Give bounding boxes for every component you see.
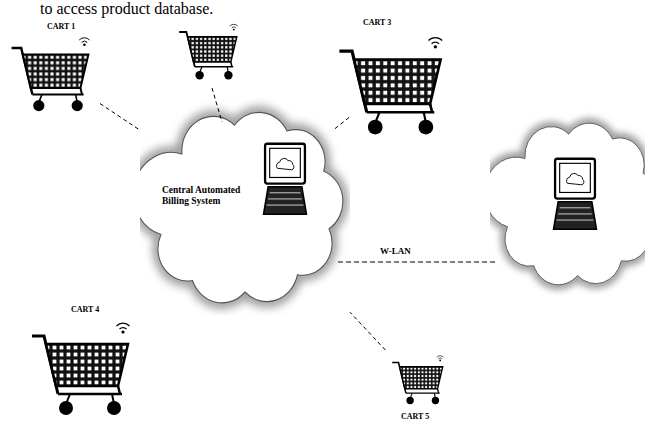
remote-cloud [484,123,645,285]
dashed-connector [335,117,350,129]
cart-label: CART 1 [47,22,75,31]
dashed-link [212,88,222,122]
cart-icon [392,356,443,404]
cart-icon [179,24,238,79]
dashed-connector [350,312,385,350]
cart-icon [32,323,130,415]
cart-icon [339,38,442,135]
cart-label: CART 3 [363,18,391,27]
system-label: Central Automated Billing System [162,185,258,207]
remote-computer [554,159,597,230]
cart-node: CART 5 [385,350,455,424]
cart-node: CART 4 [25,305,140,425]
cart-label: CART 5 [401,412,429,421]
billing-system-cloud: Central Automated Billing System [140,85,350,315]
dashed-connector [100,104,140,131]
cart-label: CART 4 [71,305,99,314]
cart-icon [12,38,90,111]
central-cloud [133,112,343,303]
wlan-link [338,262,498,263]
link-label: W-LAN [380,246,411,256]
caption-text: to access product database. [40,0,213,18]
cart-node: CART 1 [5,22,100,122]
cart-node: CART 3 [335,18,450,148]
central-computer [264,144,307,215]
